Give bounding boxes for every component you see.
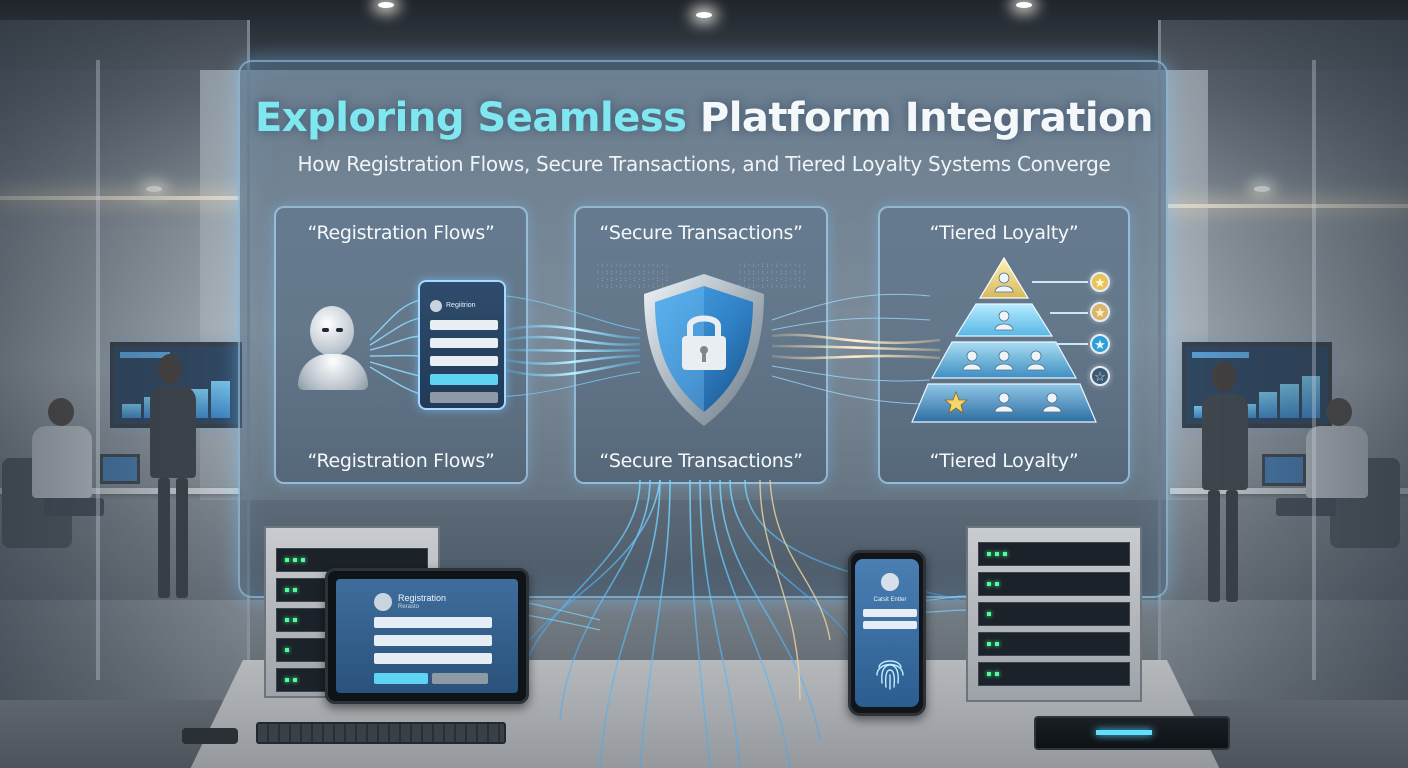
glass-mullion bbox=[1312, 60, 1316, 680]
tablet-submit-button[interactable] bbox=[374, 673, 428, 684]
user-icon bbox=[881, 573, 899, 591]
page-subtitle: How Registration Flows, Secure Transacti… bbox=[297, 152, 1111, 176]
card-title-bottom: “Secure Transactions” bbox=[599, 450, 803, 472]
card-title-top: “Secure Transactions” bbox=[599, 222, 803, 244]
phone-screen: Catsit Entter bbox=[855, 559, 919, 707]
card-title-top: “Registration Flows” bbox=[307, 222, 495, 244]
user-icon bbox=[374, 593, 392, 611]
tablet-form-field[interactable] bbox=[374, 635, 492, 646]
title-highlight: Exploring Seamless bbox=[254, 95, 687, 141]
user-icon bbox=[430, 300, 442, 312]
phone-form-field[interactable] bbox=[863, 621, 917, 629]
dock-light bbox=[1096, 730, 1152, 735]
page-title: Exploring Seamless Platform Integration bbox=[0, 95, 1408, 141]
secondary-button[interactable] bbox=[430, 392, 498, 403]
robot-avatar-icon bbox=[298, 306, 368, 390]
ceiling-light bbox=[378, 2, 394, 8]
charging-dock bbox=[1034, 716, 1230, 750]
glass-mullion bbox=[96, 60, 100, 680]
tablet-cancel-button[interactable] bbox=[432, 673, 488, 684]
gold-star-icon: ★ bbox=[1090, 272, 1110, 292]
form-field[interactable] bbox=[430, 356, 498, 366]
registration-form-mockup: Regiitrion bbox=[418, 280, 506, 410]
server-rack-right bbox=[966, 526, 1142, 702]
ceiling-light bbox=[696, 12, 712, 18]
tier-arrow bbox=[1056, 343, 1088, 345]
blue-star-icon: ★ bbox=[1090, 334, 1110, 354]
fingerprint-icon[interactable] bbox=[873, 653, 907, 693]
title-rest: Platform Integration bbox=[699, 95, 1154, 141]
glass-wall-left bbox=[0, 20, 250, 700]
phone-form-title: Catsit Entter bbox=[873, 597, 907, 603]
smartphone-device: Catsit Entter bbox=[848, 550, 926, 716]
glass-wall-right bbox=[1158, 20, 1408, 700]
tier-arrow bbox=[1050, 312, 1088, 314]
form-field[interactable] bbox=[430, 338, 498, 348]
tablet-device: Registration Rerasto bbox=[325, 568, 529, 704]
tablet-form-subtitle: Rerasto bbox=[398, 604, 420, 610]
loyalty-pyramid bbox=[911, 256, 1097, 423]
tablet-form-field[interactable] bbox=[374, 617, 492, 628]
keyboard bbox=[256, 722, 506, 744]
code-rain-left: ·:·:·::·:·:··:·: :·::·:·:·::·:·:· ·:·:·:… bbox=[596, 262, 670, 290]
shield-lock-icon bbox=[644, 274, 764, 426]
card-title-bottom: “Registration Flows” bbox=[307, 450, 495, 472]
tablet-form-field[interactable] bbox=[374, 653, 492, 664]
tablet-screen: Registration Rerasto bbox=[336, 579, 518, 693]
submit-button[interactable] bbox=[430, 374, 498, 385]
form-field[interactable] bbox=[430, 320, 498, 330]
mouse bbox=[182, 728, 238, 744]
ceiling-light bbox=[1016, 2, 1032, 8]
outline-star-icon: ☆ bbox=[1090, 366, 1110, 386]
card-title-bottom: “Tiered Loyalty” bbox=[929, 450, 1079, 472]
form-title: Regiitrion bbox=[446, 302, 476, 309]
tablet-form-title: Registration bbox=[398, 593, 447, 603]
code-rain-right: ·:·:·::·:·:··:· :·::·:·:·::·:·: ·:·:·::·… bbox=[738, 262, 808, 290]
tier-arrow bbox=[1032, 281, 1088, 283]
card-title-top: “Tiered Loyalty” bbox=[929, 222, 1079, 244]
gold-star-icon: ★ bbox=[1090, 302, 1110, 322]
phone-form-field[interactable] bbox=[863, 609, 917, 617]
